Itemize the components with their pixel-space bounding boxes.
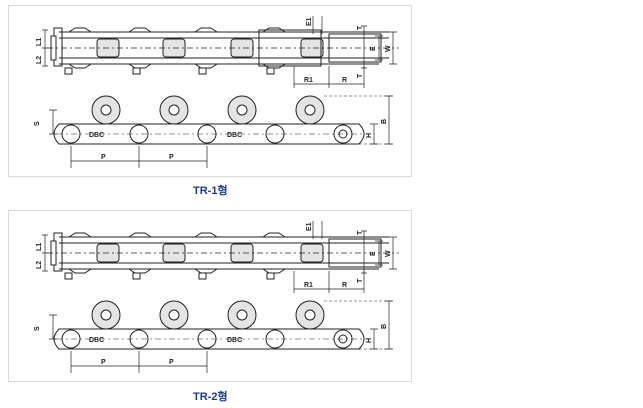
chain-drawing-tr2: L1 L2 E1 T E W T R1 R bbox=[34, 221, 399, 373]
label-L1: L1 bbox=[36, 38, 43, 46]
label-DBC-2: DBC bbox=[227, 132, 242, 139]
diagram-panel-tr2: L1 L2 E1 T E W T R1 R bbox=[8, 210, 412, 382]
label-E1: E1 bbox=[306, 222, 313, 231]
label-W: W bbox=[385, 250, 392, 257]
label-P-1: P bbox=[101, 154, 106, 161]
label-R: R bbox=[342, 77, 347, 84]
label-B: B bbox=[381, 119, 388, 124]
label-H: H bbox=[366, 133, 373, 138]
label-DBC-2: DBC bbox=[227, 337, 242, 344]
side-view-tr2 bbox=[49, 300, 393, 373]
diagram-panel-tr1: L1 L2 E1 T E W T R1 R bbox=[8, 5, 412, 177]
top-view-tr1 bbox=[42, 16, 399, 88]
top-view-tr2 bbox=[42, 221, 399, 293]
label-E: E bbox=[370, 251, 377, 256]
label-H: H bbox=[366, 338, 373, 343]
label-DBC-1: DBC bbox=[89, 337, 104, 344]
side-view-tr1 bbox=[49, 95, 393, 168]
label-S: S bbox=[34, 326, 41, 331]
label-S: S bbox=[34, 121, 41, 126]
caption-tr2: TR-2형 bbox=[193, 391, 228, 403]
label-T-top: T bbox=[357, 230, 364, 235]
label-P-1: P bbox=[101, 359, 106, 366]
label-T-top: T bbox=[357, 25, 364, 30]
label-R: R bbox=[342, 282, 347, 289]
label-DBC-1: DBC bbox=[89, 132, 104, 139]
label-W: W bbox=[385, 45, 392, 52]
label-B: B bbox=[381, 324, 388, 329]
label-E: E bbox=[370, 46, 377, 51]
label-P-2: P bbox=[169, 154, 174, 161]
label-P-2: P bbox=[169, 359, 174, 366]
label-R1: R1 bbox=[304, 77, 313, 84]
label-L1: L1 bbox=[36, 243, 43, 251]
label-T-bottom: T bbox=[357, 73, 364, 78]
label-R1: R1 bbox=[304, 282, 313, 289]
caption-tr1: TR-1형 bbox=[193, 185, 228, 197]
label-T-bottom: T bbox=[357, 278, 364, 283]
label-L2: L2 bbox=[36, 56, 43, 64]
label-L2: L2 bbox=[36, 261, 43, 269]
label-E1: E1 bbox=[306, 17, 313, 26]
chain-drawing-tr1: L1 L2 E1 T E W T R1 R bbox=[34, 16, 399, 168]
